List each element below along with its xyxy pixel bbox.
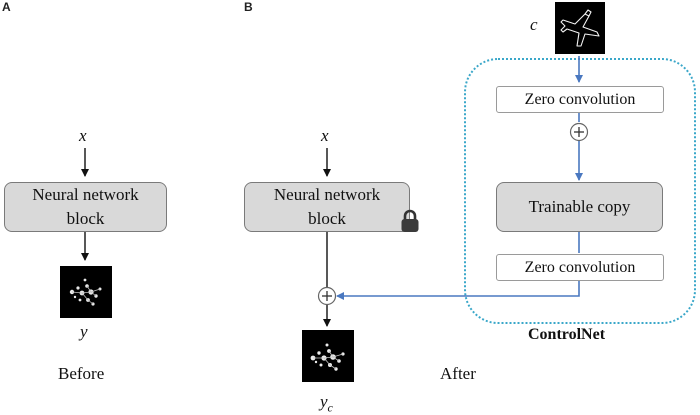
panel-b-output-y: y — [320, 392, 328, 411]
panel-b-block-line1: Neural network — [273, 185, 381, 204]
plus-circle-icon-sum — [317, 286, 337, 306]
panel-a-output-image — [60, 266, 112, 318]
panel-a-block-line1: Neural network — [32, 185, 139, 204]
panel-b-caption: After — [440, 364, 476, 383]
panel-b-neural-block: Neural network block — [244, 182, 410, 232]
controlnet-label: ControlNet — [528, 326, 606, 343]
zero-convolution-top: Zero convolution — [496, 86, 664, 113]
panel-a-caption: Before — [58, 364, 105, 383]
panel-a-block-line2: block — [66, 209, 105, 228]
panel-b-output-yc: yc — [320, 392, 333, 415]
panel-a-input-x: x — [79, 126, 87, 145]
condition-image — [555, 2, 605, 54]
trainable-copy-block: Trainable copy — [496, 182, 663, 232]
panel-b-block-line2: block — [308, 209, 346, 228]
controlnet-frame — [464, 58, 696, 324]
zero-convolution-bottom-label: Zero convolution — [524, 258, 636, 276]
zero-convolution-top-label: Zero convolution — [524, 90, 636, 108]
panel-b-output-subscript: c — [327, 400, 333, 415]
panel-a-neural-block: Neural network block — [4, 182, 167, 232]
panel-b-letter: B — [244, 0, 253, 14]
trainable-copy-label: Trainable copy — [528, 197, 631, 216]
airplane-blobs-image-b — [310, 343, 345, 371]
panel-a-letter: A — [2, 0, 11, 14]
airplane-outline-image — [560, 9, 600, 47]
condition-label-c: c — [530, 15, 538, 34]
panel-b-output-image — [302, 330, 354, 382]
zero-convolution-bottom: Zero convolution — [496, 254, 664, 281]
panel-b-input-x: x — [321, 126, 329, 145]
lock-icon — [400, 208, 420, 234]
panel-a-output-y: y — [80, 322, 88, 341]
airplane-blobs-image — [69, 278, 102, 306]
